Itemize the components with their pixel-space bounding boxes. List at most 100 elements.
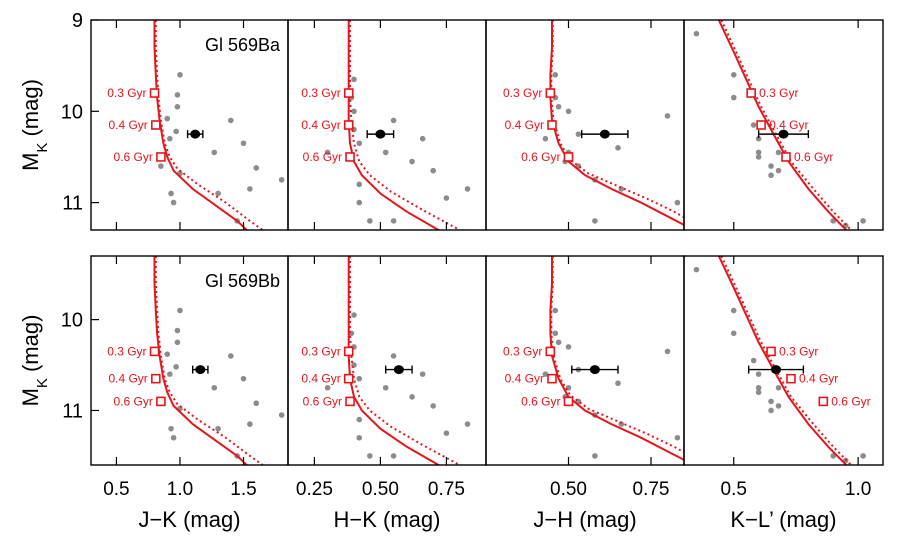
age-label: 0.4 Gyr [301,372,340,386]
isochrone-dotted-line [720,256,853,465]
age-label: 0.4 Gyr [108,372,147,386]
field-object-point [542,135,549,142]
field-object-point [565,108,572,115]
x-axis-title: K−L’ (mag) [730,507,836,532]
field-object-point [555,103,562,110]
isochrone-solid-line [549,20,684,226]
panel-frame [683,255,884,466]
field-object-point [247,421,253,427]
field-object-point [768,163,774,169]
x-tick-label: 0.75 [428,479,465,500]
field-object-point [356,181,363,188]
field-object-point [755,154,762,160]
field-object-point [409,158,415,165]
field-object-point [430,403,437,409]
field-object-point [167,135,173,142]
field-object-point [174,327,181,334]
age-label: 0.3 Gyr [301,344,340,358]
age-label: 0.3 Gyr [779,344,818,358]
x-tick-label: 0.25 [296,479,333,500]
field-object-point [664,113,671,119]
field-object-point [390,453,397,459]
field-object-point [768,407,774,414]
field-object-point [875,250,881,256]
field-object-point [592,453,598,459]
field-object-point [215,425,221,432]
age-label: 0.6 Gyr [303,394,342,408]
x-tick-label: 0.5 [103,479,129,500]
age-marker-square [343,120,354,130]
x-axis-title: J−K (mag) [138,507,240,532]
x-tick-label: 0.50 [550,479,587,500]
field-object-point [356,434,363,441]
isochrone-dotted-line [154,256,265,465]
y-tick-label: 10 [61,310,83,332]
age-label: 0.6 Gyr [831,394,870,408]
field-object-point [730,94,737,101]
field-object-point [775,149,782,156]
field-object-point [755,149,762,156]
age-label: 0.3 Gyr [503,86,542,100]
field-object-point [730,71,737,78]
field-object-point [768,398,774,405]
panel-frame [485,255,685,466]
field-object-point [351,108,357,115]
age-marker-square [786,373,796,384]
field-object-point [240,375,247,382]
panel-r2-c2: 0.3 Gyr 0.4 Gyr 0.6 Gyr [287,255,487,466]
age-label: 0.6 Gyr [521,150,560,164]
object-name-label: Gl 569Bb [205,271,280,291]
field-object-point [174,339,181,346]
field-object-point [775,403,782,409]
age-label: 0.6 Gyr [794,150,833,164]
field-object-point [382,384,389,391]
field-object-point [409,394,415,400]
field-object-point [170,199,177,206]
age-label: 0.4 Gyr [301,118,340,132]
field-object-point [443,430,450,436]
field-object-point [228,353,234,359]
field-object-point [356,416,363,423]
field-object-point [575,131,582,137]
age-marker-square [563,396,574,407]
field-object-point [693,30,700,37]
field-object-point [755,371,762,377]
age-marker-square [156,396,166,407]
field-object-point [177,307,183,314]
field-object-point [755,384,762,391]
field-object-point [177,71,183,78]
field-object-point [173,128,179,135]
age-marker-square [547,120,557,130]
field-object-point [390,218,397,224]
target-point [589,365,600,375]
field-object-point [565,344,572,350]
isochrone-dotted-line [550,20,684,219]
age-marker-square [149,88,160,98]
field-object-point [211,384,218,391]
age-label: 0.6 Gyr [114,150,153,164]
x-tick-label: 1.5 [230,479,256,500]
age-marker-square [545,346,556,357]
x-tick-label: 0.75 [633,479,670,500]
isochrone-dotted-line [349,20,462,230]
age-marker-square [343,88,354,98]
field-object-point [356,375,363,382]
target-point [771,365,782,375]
field-object-point [324,384,331,391]
field-object-point [443,195,450,201]
field-object-point [552,307,559,314]
isochrone-solid-line [549,256,684,462]
field-object-point [775,384,782,391]
y-tick-label: 11 [62,400,83,422]
isochrone-dotted-line [720,20,853,230]
age-label: 0.3 Gyr [301,86,340,100]
field-object-point [158,163,164,169]
field-object-point [868,232,874,238]
field-object-point [351,312,357,318]
